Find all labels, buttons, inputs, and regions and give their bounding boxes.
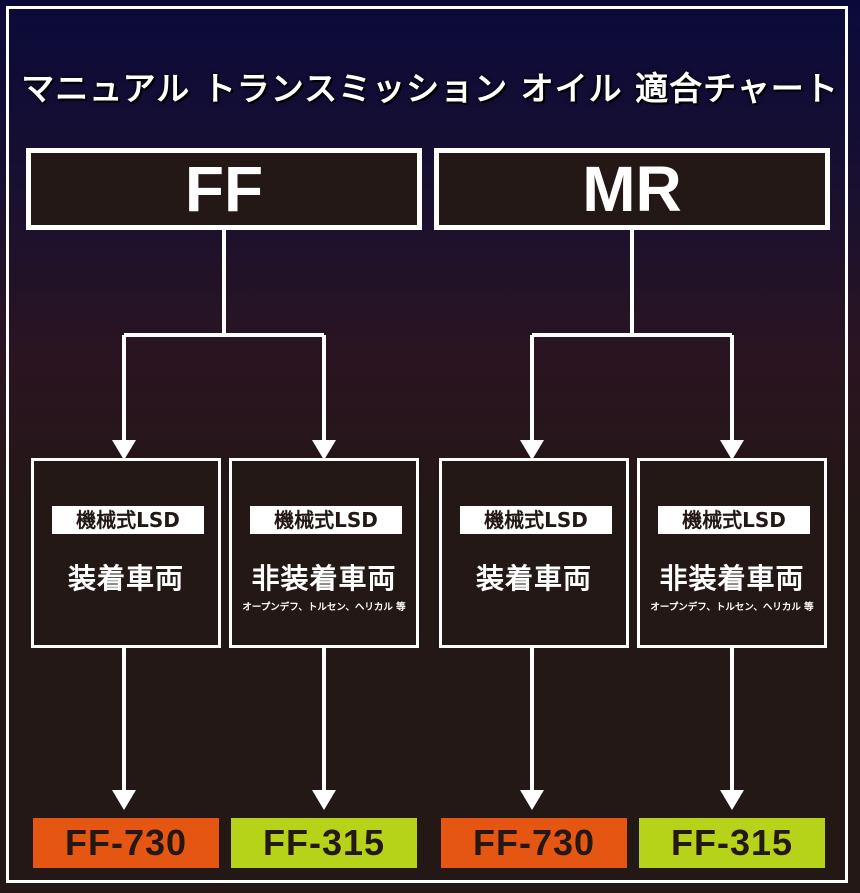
arrowhead-icon [720, 440, 744, 460]
diff-note: オープンデフ、トルセン、ヘリカル 等 [242, 602, 406, 613]
option-box-ff-lsd-not-equipped: 機械式LSD 非装着車両 オープンデフ、トルセン、ヘリカル 等 [229, 458, 419, 648]
diff-note: オープンデフ、トルセン、ヘリカル 等 [650, 602, 814, 613]
arrowhead-icon [520, 440, 544, 460]
option-box-mr-lsd-not-equipped: 機械式LSD 非装着車両 オープンデフ、トルセン、ヘリカル 等 [637, 458, 827, 648]
lsd-tag: 機械式LSD [658, 506, 810, 534]
drive-header-ff: FF [26, 148, 422, 230]
arrowhead-icon [720, 790, 744, 810]
vehicle-status: 装着車両 [475, 562, 592, 595]
arrowhead-icon [312, 440, 336, 460]
option-box-mr-lsd-equipped: 機械式LSD 装着車両 [439, 458, 629, 648]
arrowhead-icon [520, 790, 544, 810]
result-badge-ff-not-equipped: FF-315 [231, 818, 417, 868]
drive-header-mr: MR [434, 148, 830, 230]
vehicle-status: 非装着車両 [251, 562, 397, 595]
chart-frame [6, 6, 848, 883]
option-box-ff-lsd-equipped: 機械式LSD 装着車両 [31, 458, 221, 648]
result-badge-ff-equipped: FF-730 [33, 818, 219, 868]
arrowhead-icon [112, 440, 136, 460]
result-badge-mr-not-equipped: FF-315 [639, 818, 825, 868]
arrowhead-icon [312, 790, 336, 810]
chart-title: マニュアル トランスミッション オイル 適合チャート [21, 69, 839, 108]
lsd-tag: 機械式LSD [250, 506, 402, 534]
result-badge-mr-equipped: FF-730 [441, 818, 627, 868]
vehicle-status: 非装着車両 [659, 562, 805, 595]
arrowhead-icon [112, 790, 136, 810]
vehicle-status: 装着車両 [67, 562, 184, 595]
lsd-tag: 機械式LSD [52, 506, 204, 534]
lsd-tag: 機械式LSD [460, 506, 612, 534]
